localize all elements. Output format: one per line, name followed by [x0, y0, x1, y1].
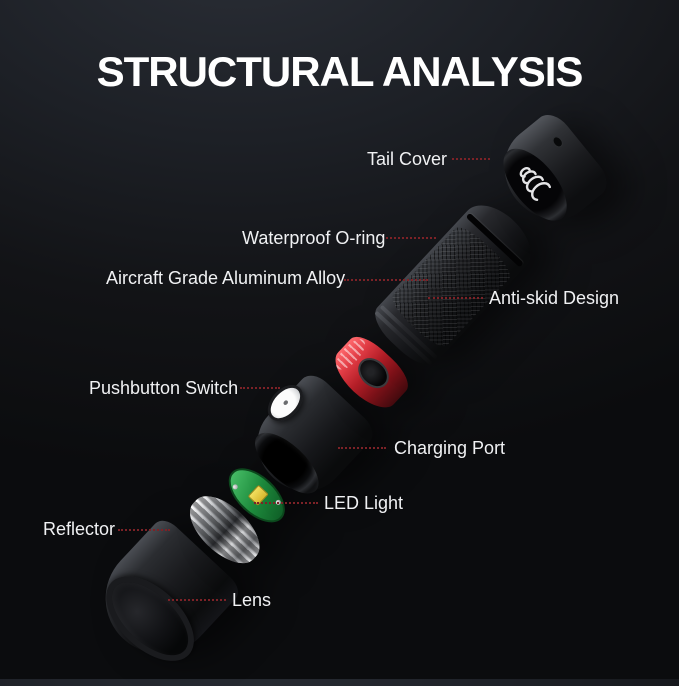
lens-glass: [90, 560, 210, 677]
label-reflector: Reflector: [43, 519, 116, 539]
leader-line-pushbutton-switch: [240, 387, 280, 389]
leader-line-reflector: [118, 529, 170, 531]
pushbutton: [260, 378, 310, 428]
leader-line-lens: [168, 599, 226, 601]
label-tail-cover: Tail Cover: [367, 149, 448, 169]
flashlight-exploded-view: [72, 94, 638, 686]
label-led-light: LED Light: [324, 493, 404, 513]
led-screw: [231, 483, 239, 491]
page-title: STRUCTURAL ANALYSIS: [96, 48, 584, 95]
label-anti-skid: Anti-skid Design: [489, 288, 620, 308]
leader-line-waterproof-o-ring: [386, 237, 436, 239]
leader-line-aluminum-alloy: [344, 279, 428, 281]
tail-cover-part: [485, 107, 615, 238]
lanyard-hole: [550, 134, 565, 150]
label-aluminum-alloy: Aircraft Grade Aluminum Alloy: [106, 268, 346, 288]
label-charging-port: Charging Port: [394, 438, 506, 458]
leader-line-anti-skid: [428, 297, 483, 299]
tail-spring: [519, 167, 552, 202]
label-pushbutton-switch: Pushbutton Switch: [89, 378, 239, 398]
label-waterproof-o-ring: Waterproof O-ring: [242, 228, 386, 248]
charging-port-hole: [352, 351, 395, 395]
body-tube-part: [366, 193, 543, 374]
leader-line-tail-cover: [452, 158, 490, 160]
leader-line-charging-port: [338, 447, 386, 449]
label-lens: Lens: [232, 590, 272, 610]
leader-line-led-light: [254, 502, 318, 504]
